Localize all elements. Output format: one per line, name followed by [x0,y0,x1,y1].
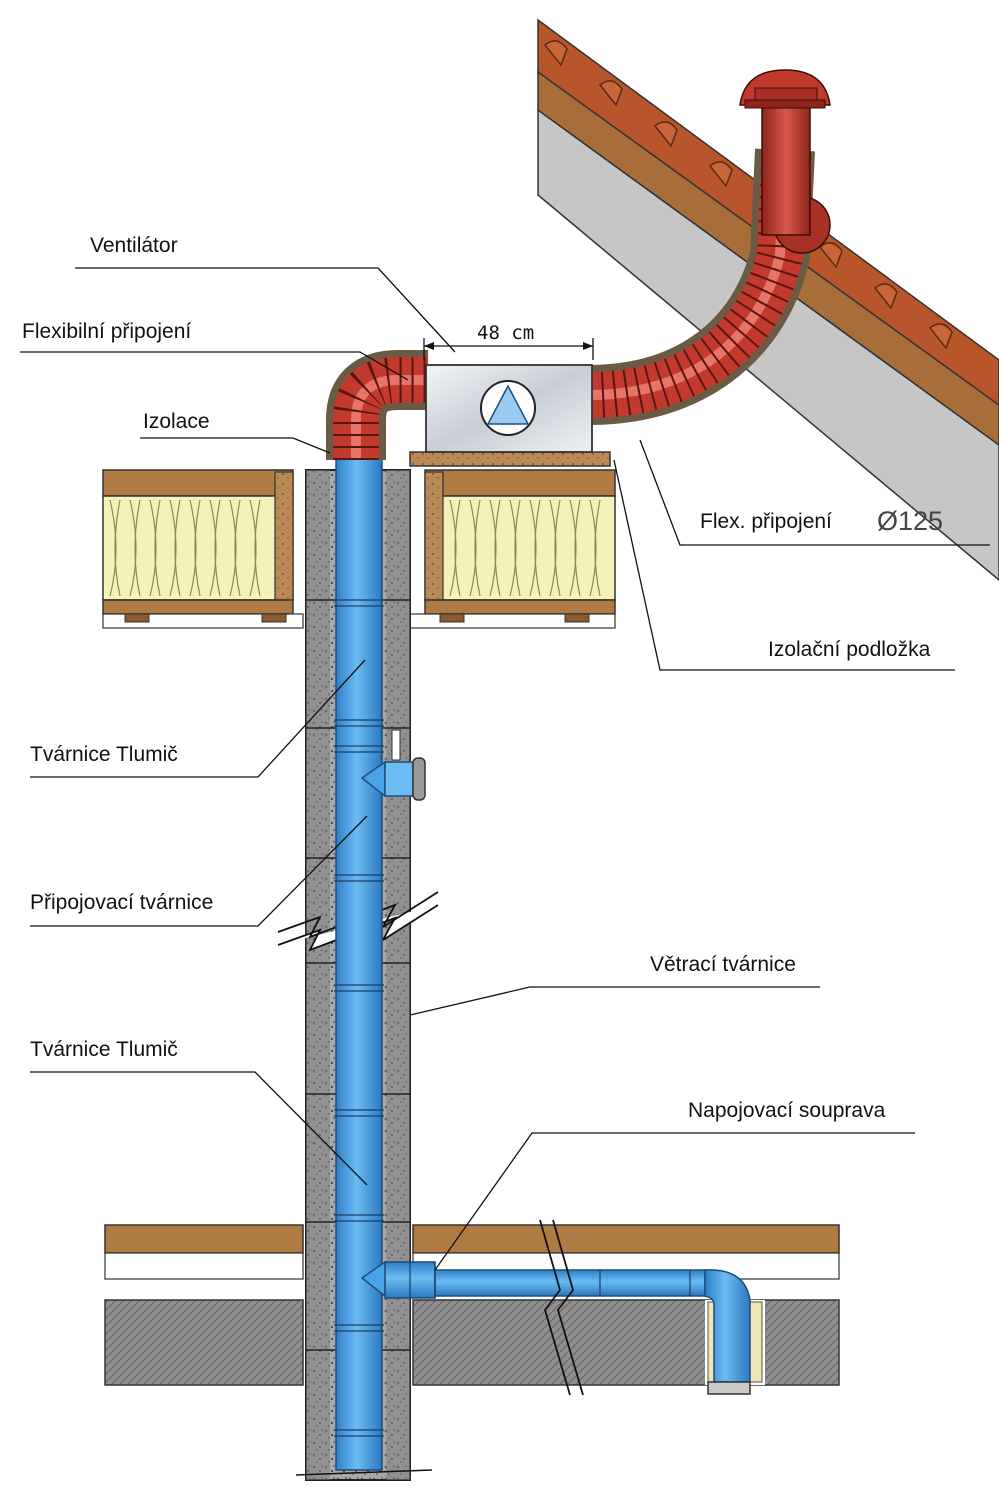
label-flexibilni-pripojeni: Flexibilní připojení [22,320,191,343]
floor-right [412,1224,840,1386]
ceiling-right [409,469,616,629]
label-diameter: Ø125 [877,506,943,536]
label-napojovaci-souprava: Napojovací souprava [688,1099,886,1122]
dimension-48cm: 48 cm [423,322,594,360]
ceiling-left [102,469,304,629]
insulation-pad [409,451,611,467]
label-vetraci-tvarnice: Větrací tvárnice [650,953,796,976]
fan-triangle-icon [480,380,536,436]
flex-duct-left [326,350,428,460]
label-ventilator: Ventilátor [90,234,178,257]
leader-lines [20,267,990,1271]
vertical-duct [334,454,384,1471]
label-izolacni-podlozka: Izolační podložka [768,638,931,661]
connection-duct [360,1219,751,1396]
label-izolace: Izolace [143,410,210,433]
labels: Ventilátor Flexibilní připojení Izolace … [22,234,943,1122]
label-tvarnice-tlumic-bottom: Tvárnice Tlumič [30,1038,178,1061]
flex-duct-right [589,148,815,425]
fan-unit [409,364,611,467]
label-flex-pripojeni: Flex. připojení [700,510,832,533]
roof-tile-ridges [543,40,953,350]
roof-terminal [739,69,831,254]
floor-left [104,1224,304,1386]
side-connector [360,729,426,801]
label-pripojovaci-tvarnice: Připojovací tvárnice [30,891,213,914]
dimension-text: 48 cm [477,322,534,344]
label-tvarnice-tlumic-top: Tvárnice Tlumič [30,743,178,766]
